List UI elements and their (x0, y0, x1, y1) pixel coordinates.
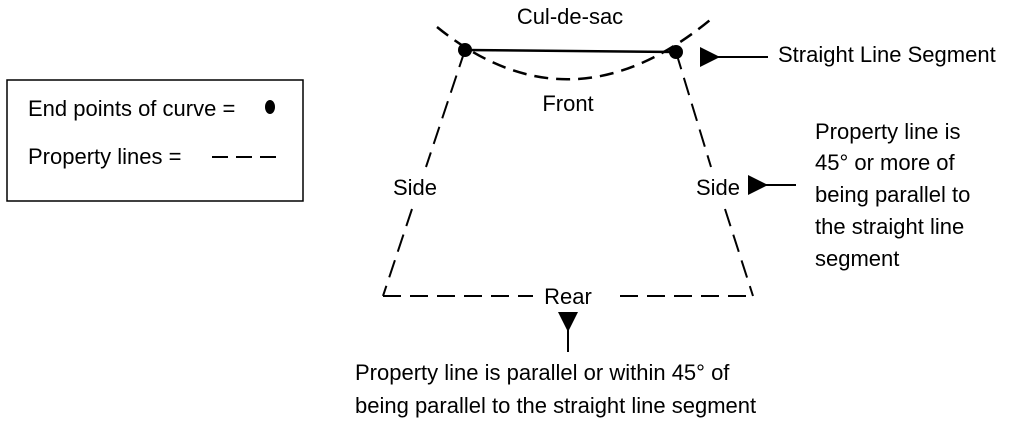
side-note-line: the straight line (815, 214, 964, 239)
rear-note-line: being parallel to the straight line segm… (355, 393, 756, 418)
side-right-label: Side (696, 175, 740, 200)
side-left-label: Side (393, 175, 437, 200)
legend-endpoint-dot-icon (265, 100, 275, 114)
side-note-line: Property line is (815, 119, 961, 144)
front-label: Front (542, 91, 593, 116)
rear-note-line: Property line is parallel or within 45° … (355, 360, 730, 385)
side-left-property-line-upper (425, 49, 466, 168)
legend-property-lines-label: Property lines = (28, 144, 181, 169)
side-note-line: 45° or more of (815, 150, 956, 175)
cul-de-sac-label: Cul-de-sac (517, 4, 623, 29)
side-note-line: being parallel to (815, 182, 970, 207)
side-right-property-line-upper (675, 51, 712, 168)
legend-box (6, 79, 304, 202)
side-left-property-line-lower (382, 208, 413, 297)
straight-line-segment (464, 48, 677, 54)
side-note-line: segment (815, 246, 899, 271)
rear-label: Rear (544, 284, 592, 309)
straight-line-segment-label: Straight Line Segment (778, 42, 996, 67)
legend-endpoints-label: End points of curve = (28, 96, 235, 121)
side-right-property-line-lower (724, 208, 754, 297)
